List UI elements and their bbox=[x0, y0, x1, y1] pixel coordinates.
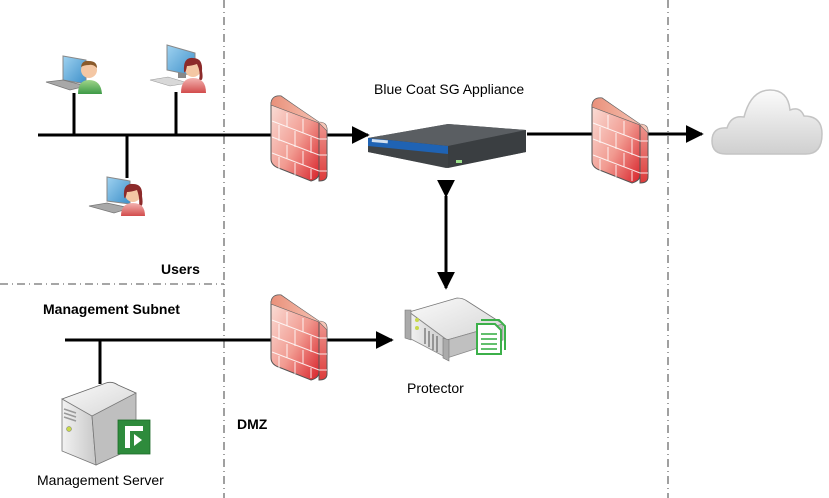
desktop-user-icon bbox=[149, 44, 206, 93]
firewall-icon bbox=[591, 97, 649, 184]
dmz-zone-label: DMZ bbox=[237, 416, 268, 432]
protector-server-icon bbox=[404, 297, 506, 362]
firewall-icon bbox=[270, 95, 328, 182]
users-zone-label: Users bbox=[161, 261, 200, 277]
mgmt-server-label: Management Server bbox=[37, 472, 164, 488]
management-server-icon bbox=[61, 381, 151, 466]
cloud-icon bbox=[711, 89, 823, 155]
appliance-label: Blue Coat SG Appliance bbox=[374, 81, 525, 97]
bluecoat-appliance-icon bbox=[368, 124, 526, 168]
mgmt-subnet-label: Management Subnet bbox=[43, 301, 180, 317]
protector-label: Protector bbox=[407, 380, 464, 396]
laptop-user-icon bbox=[88, 176, 145, 216]
laptop-user-icon bbox=[45, 55, 102, 94]
firewall-icon bbox=[270, 294, 328, 381]
